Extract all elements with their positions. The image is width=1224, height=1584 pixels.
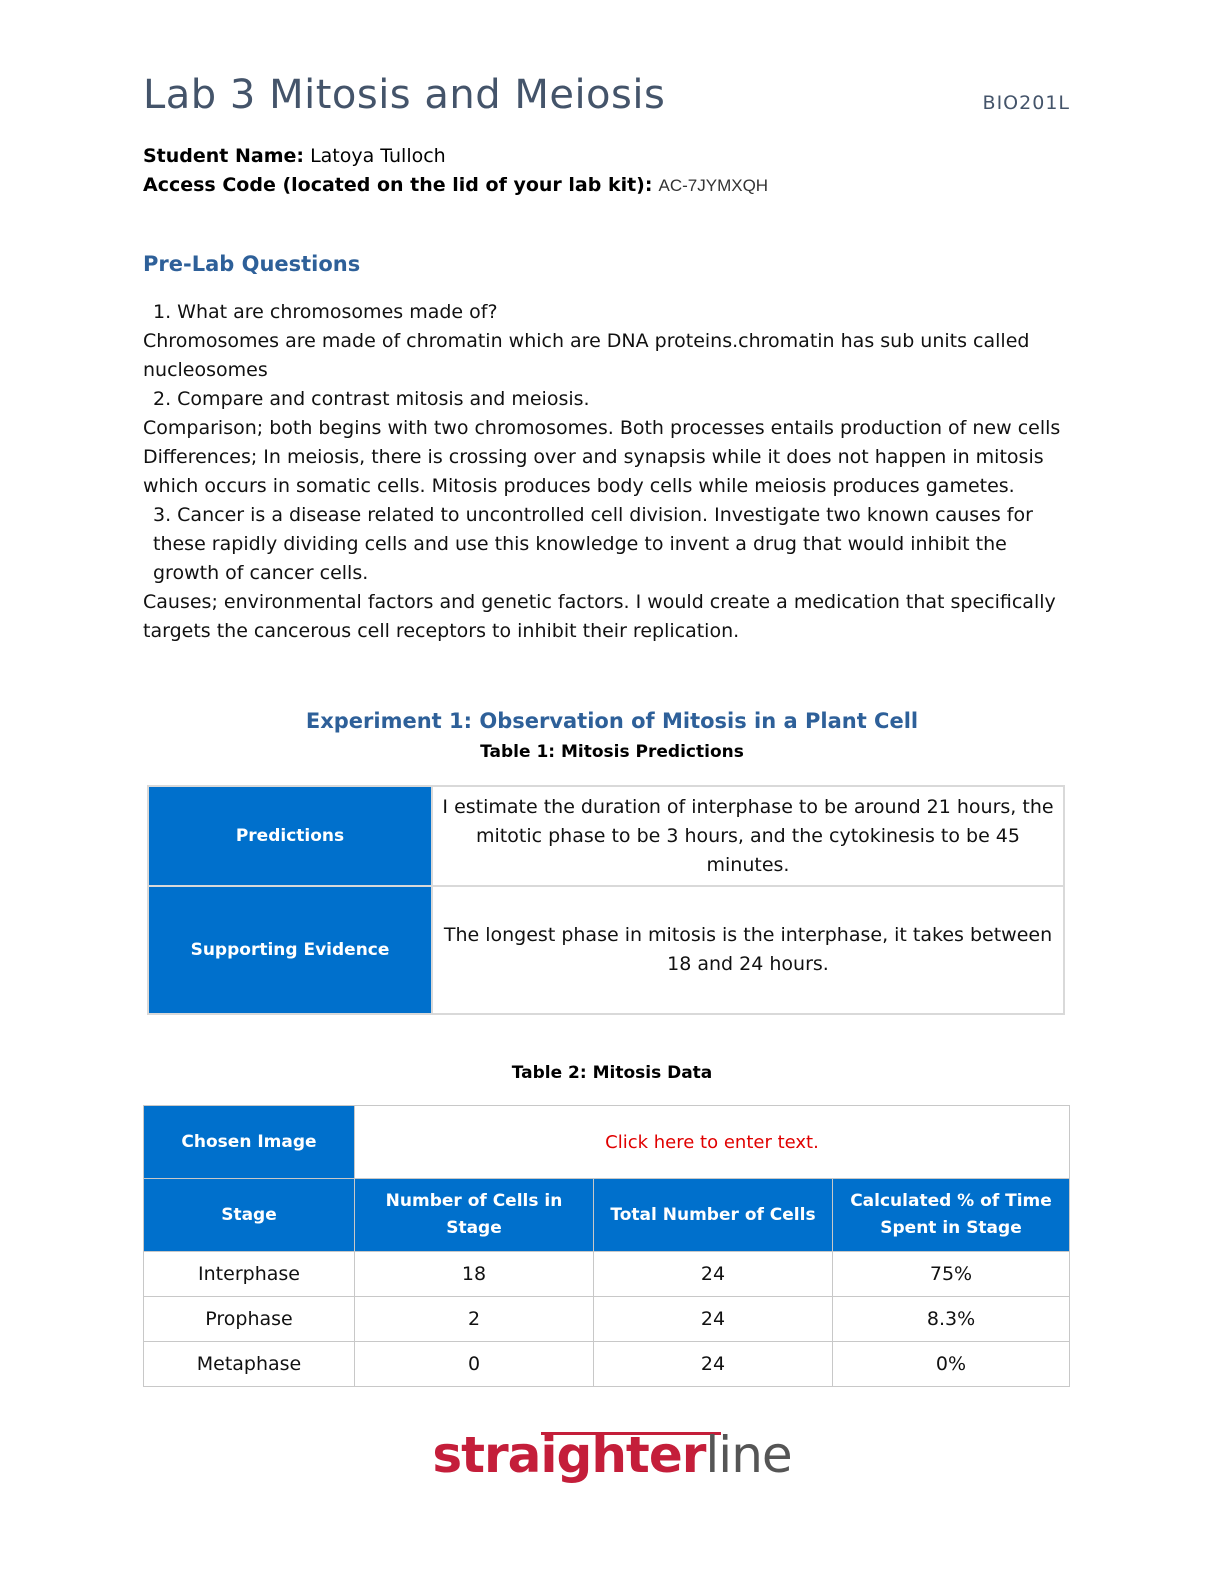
table-row: Supporting Evidence The longest phase in… xyxy=(147,885,1065,1015)
stage-cell: Interphase xyxy=(143,1251,355,1297)
cells-in-stage-cell[interactable]: 18 xyxy=(354,1251,594,1297)
table-row: Predictions I estimate the duration of i… xyxy=(147,785,1065,887)
logo-accent-bar xyxy=(541,1432,721,1435)
table-row: Chosen Image Click here to enter text. xyxy=(143,1105,1070,1179)
table-row: Interphase 18 24 75% xyxy=(143,1251,1070,1297)
cells-in-stage-cell[interactable]: 0 xyxy=(354,1341,594,1387)
question-1: 1. What are chromosomes made of? xyxy=(153,301,498,323)
answer-2-differences: Differences; In meiosis, there is crossi… xyxy=(143,446,1044,497)
table-row: Prophase 2 24 8.3% xyxy=(143,1296,1070,1342)
prelab-heading: Pre-Lab Questions xyxy=(143,252,361,276)
column-header-cells-in-stage: Number of Cells in Stage xyxy=(354,1178,594,1252)
evidence-value[interactable]: The longest phase in mitosis is the inte… xyxy=(431,885,1065,1015)
logo-text-light: line xyxy=(705,1426,792,1484)
table2-caption: Table 2: Mitosis Data xyxy=(511,1063,713,1083)
percent-time-cell[interactable]: 8.3% xyxy=(832,1296,1070,1342)
stage-cell: Prophase xyxy=(143,1296,355,1342)
total-cells-cell[interactable]: 24 xyxy=(593,1251,833,1297)
column-header-percent-time: Calculated % of Time Spent in Stage xyxy=(832,1178,1070,1252)
table1-caption: Table 1: Mitosis Predictions xyxy=(480,742,744,762)
percent-time-cell[interactable]: 75% xyxy=(832,1251,1070,1297)
percent-time-cell[interactable]: 0% xyxy=(832,1341,1070,1387)
column-header-stage: Stage xyxy=(143,1178,355,1252)
access-code-label: Access Code (located on the lid of your … xyxy=(143,174,653,196)
mitosis-predictions-table: Predictions I estimate the duration of i… xyxy=(147,785,1065,1015)
course-code: BIO201L xyxy=(982,92,1070,114)
total-cells-cell[interactable]: 24 xyxy=(593,1296,833,1342)
access-code-value: AC-7JYMXQH xyxy=(658,176,769,195)
mitosis-data-table: Chosen Image Click here to enter text. S… xyxy=(143,1105,1070,1387)
answer-2-comparison: Comparison; both begins with two chromos… xyxy=(143,417,1061,439)
evidence-label: Supporting Evidence xyxy=(147,885,433,1015)
total-cells-cell[interactable]: 24 xyxy=(593,1341,833,1387)
chosen-image-placeholder[interactable]: Click here to enter text. xyxy=(605,1131,819,1153)
page-title: Lab 3 Mitosis and Meiosis xyxy=(143,72,666,118)
prelab-body: 1. What are chromosomes made of? Chromos… xyxy=(143,298,1073,646)
access-code-line: Access Code (located on the lid of your … xyxy=(143,174,768,196)
table-row: Metaphase 0 24 0% xyxy=(143,1341,1070,1387)
student-name-line: Student Name: Latoya Tulloch xyxy=(143,145,446,167)
predictions-label: Predictions xyxy=(147,785,433,887)
experiment-heading: Experiment 1: Observation of Mitosis in … xyxy=(305,709,919,733)
straighterline-logo: straighterline xyxy=(0,1426,1224,1484)
table-header-row: Stage Number of Cells in Stage Total Num… xyxy=(143,1178,1070,1252)
cells-in-stage-cell[interactable]: 2 xyxy=(354,1296,594,1342)
column-header-total-cells: Total Number of Cells xyxy=(593,1178,833,1252)
question-2: 2. Compare and contrast mitosis and meio… xyxy=(153,388,590,410)
question-3: 3. Cancer is a disease related to uncont… xyxy=(153,504,1033,584)
logo-text-bold: straighter xyxy=(432,1426,706,1484)
chosen-image-label: Chosen Image xyxy=(143,1105,355,1179)
answer-3: Causes; environmental factors and geneti… xyxy=(143,591,1056,642)
answer-1: Chromosomes are made of chromatin which … xyxy=(143,330,1030,381)
student-name-label: Student Name: xyxy=(143,145,305,167)
predictions-value[interactable]: I estimate the duration of interphase to… xyxy=(431,785,1065,887)
student-name-value: Latoya Tulloch xyxy=(310,145,446,167)
chosen-image-field[interactable]: Click here to enter text. xyxy=(354,1105,1070,1179)
stage-cell: Metaphase xyxy=(143,1341,355,1387)
